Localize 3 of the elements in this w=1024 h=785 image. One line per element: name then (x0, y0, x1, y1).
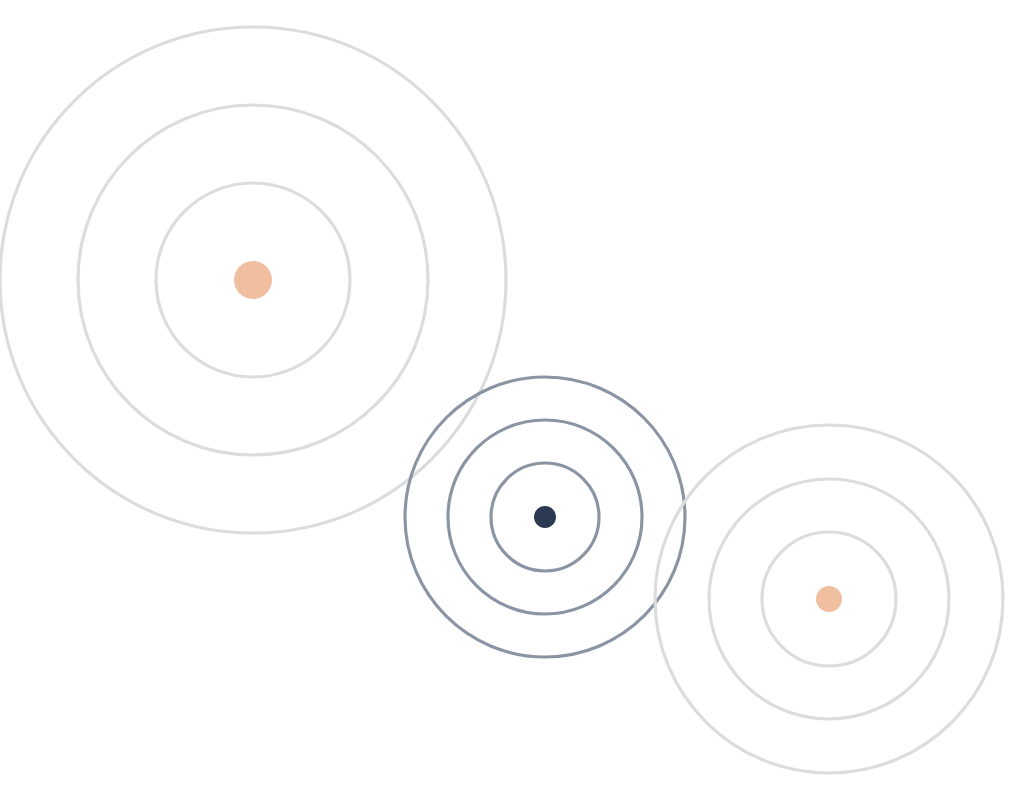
dot (534, 506, 556, 528)
dot (234, 261, 272, 299)
dot (816, 586, 842, 612)
